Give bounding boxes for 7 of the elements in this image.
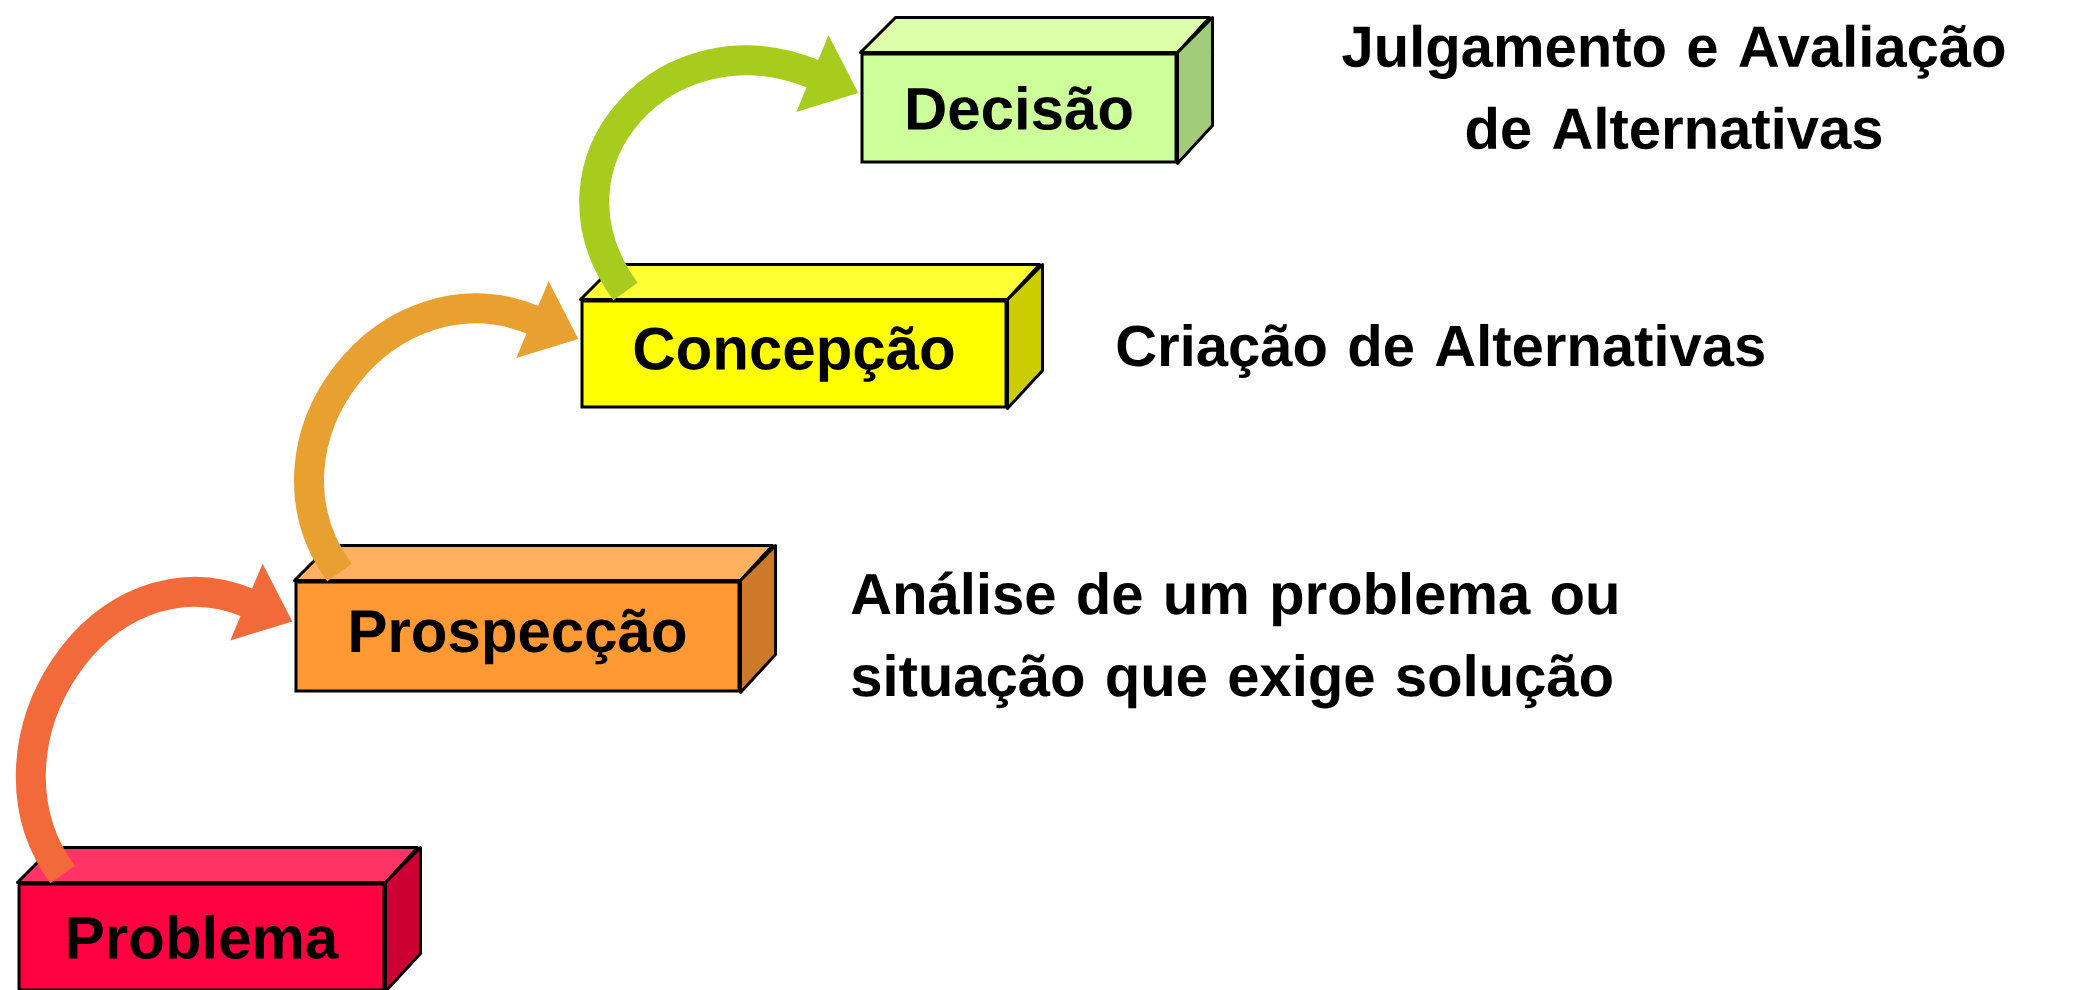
block-box: Concepção bbox=[579, 263, 1044, 410]
description-text: Análise de um problema ou situação que exige solução bbox=[851, 571, 1617, 709]
description-text: Criação de Alternativas bbox=[1117, 323, 1764, 378]
block-box: Prospecção bbox=[293, 544, 777, 694]
description-text: Julgamento e Avaliação de Alternativas bbox=[1342, 24, 2005, 150]
block-box: Decisão bbox=[859, 16, 1214, 165]
block-box: Problema bbox=[16, 846, 422, 990]
